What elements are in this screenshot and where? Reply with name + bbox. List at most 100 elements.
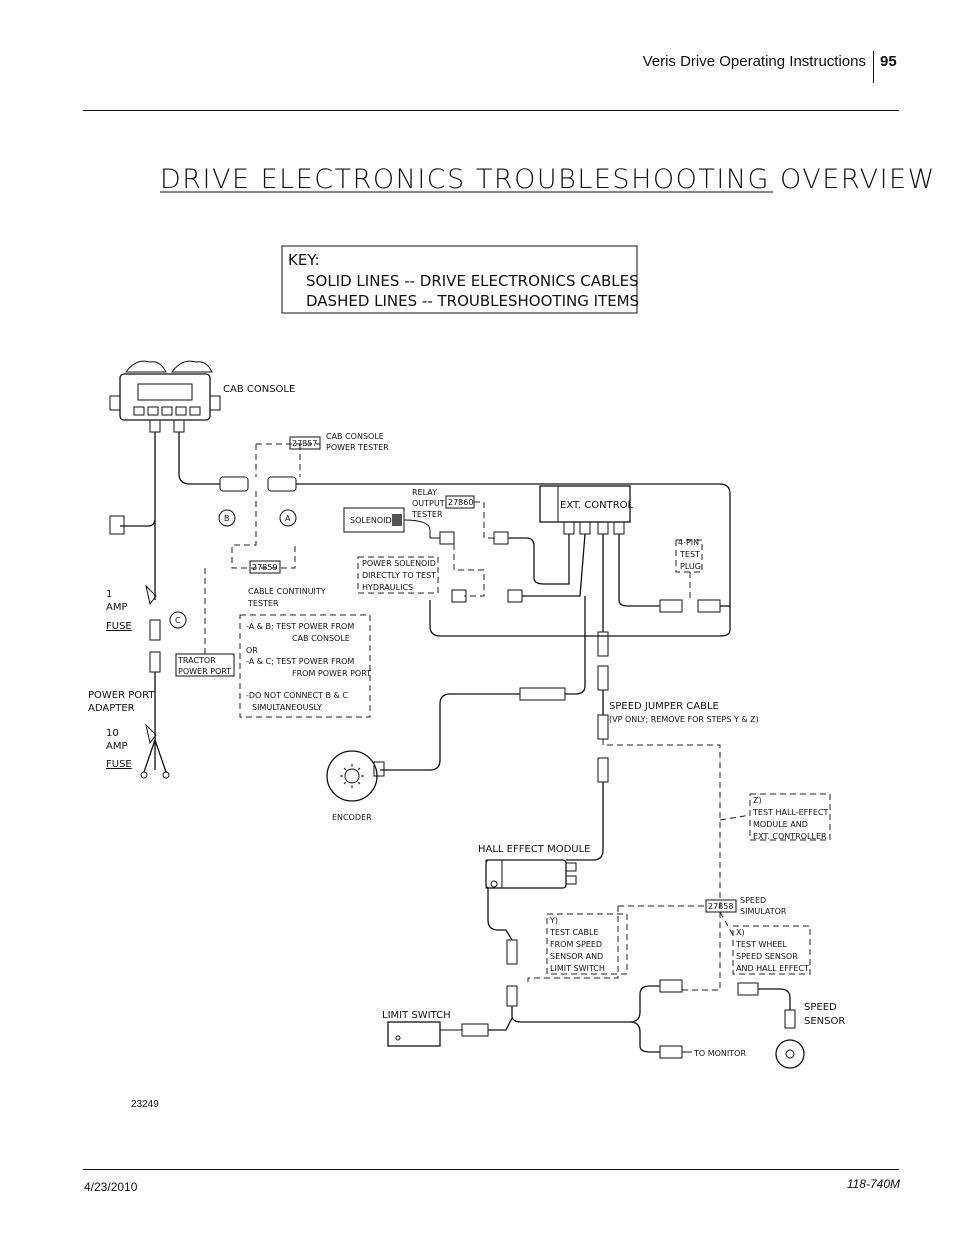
part-27860: 27860 — [448, 498, 473, 507]
part-27857-box — [289, 436, 321, 450]
speed-sensor-cable — [758, 988, 791, 1010]
cab-tester-line1: CAB CONSOLE — [326, 432, 384, 441]
x-line4: AND HALL EFFECT — [736, 964, 809, 973]
label-ext-control: EXT. CONTROL — [560, 500, 634, 511]
label-limit-switch: LIMIT SWITCH — [382, 1010, 451, 1021]
note-line2: CAB CONSOLE — [292, 634, 350, 643]
ring-terminal-2 — [162, 771, 170, 779]
limit-switch-cable — [488, 1017, 513, 1031]
power-solenoid-lead — [453, 544, 485, 597]
x-leader — [719, 911, 734, 936]
note-line7: SIMULTANEOUSLY — [252, 703, 322, 712]
part-27859-box — [249, 560, 281, 574]
solenoid-lead — [403, 519, 440, 539]
four-pin-box — [675, 539, 703, 600]
label-hall-effect: HALL EFFECT MODULE — [478, 844, 591, 855]
relay-connector — [493, 531, 509, 545]
z-line4: EXT. CONTROLLER — [753, 832, 827, 841]
y-line5: LIMIT SWITCH — [550, 964, 605, 973]
label-encoder: ENCODER — [332, 813, 372, 822]
hydraulics-connector — [451, 589, 467, 603]
power-solenoid-line2: DIRECTLY TO TEST — [362, 571, 436, 580]
hall-port-2 — [565, 875, 577, 885]
relay-line3: TESTER — [411, 510, 443, 519]
footer-date: 4/23/2010 — [84, 1180, 138, 1194]
ext-cable-encoder — [565, 596, 586, 695]
speed-sensor-line1: SPEED — [804, 1002, 837, 1013]
label-solenoid: SOLENOID — [350, 516, 392, 525]
y-line1: Y) — [549, 916, 558, 925]
page-number: 95 — [880, 53, 897, 70]
header-divider — [873, 51, 874, 83]
x-line1: X) — [736, 928, 745, 937]
console-main-cable — [178, 432, 220, 485]
label-cab-console: CAB CONSOLE — [223, 384, 295, 395]
note-line4: -A & C; TEST POWER FROM — [246, 657, 354, 666]
z-line2: TEST HALL-EFFECT — [752, 808, 828, 817]
fuse1-line3: FUSE — [106, 621, 132, 632]
y-line2: TEST CABLE — [549, 928, 599, 937]
hall-effect-module — [485, 859, 567, 889]
notes-box — [239, 614, 371, 718]
hall-effect-bracket — [485, 859, 503, 889]
speed-sensor-connector — [737, 982, 759, 996]
ext-port-4 — [613, 521, 625, 535]
limit-switch-screw — [395, 1035, 401, 1041]
encoder-cable — [380, 693, 520, 771]
ext-control-bracket — [539, 485, 559, 523]
cab-tester-line2: POWER TESTER — [326, 443, 389, 452]
fuse1-line1: 1 — [106, 589, 112, 600]
key-line-1: SOLID LINES -- DRIVE ELECTRONICS CABLES — [306, 272, 639, 290]
ppa-line2: ADAPTER — [88, 703, 135, 714]
encoder-body — [326, 750, 378, 802]
note-line3: OR — [246, 646, 258, 655]
y-box — [546, 913, 628, 975]
hall-effect-cable — [566, 782, 604, 861]
cable-tester-line1: CABLE CONTINUITY — [248, 587, 326, 596]
part-27857: 27857 — [292, 439, 317, 448]
figure-number: 23249 — [131, 1099, 159, 1110]
speed-sim-line2: SIMULATOR — [740, 907, 787, 916]
part-27858: 27858 — [708, 902, 733, 911]
label-speed-jumper: SPEED JUMPER CABLE — [609, 701, 719, 712]
fuse1-line2: AMP — [106, 602, 128, 613]
four-pin-line2: TEST — [679, 550, 700, 559]
cab-console — [109, 360, 221, 433]
fuse10-line1: 10 — [106, 728, 119, 739]
tractor-line1: TRACTOR — [177, 656, 216, 665]
y-line3: FROM SPEED — [550, 940, 602, 949]
hall-effect-mount-hole — [490, 880, 498, 888]
tester-27859-leads — [231, 491, 296, 569]
key-heading: KEY: — [288, 251, 320, 269]
z-box — [749, 793, 831, 841]
monitor-connector — [659, 1045, 683, 1059]
part-27859: 27859 — [252, 563, 277, 572]
label-a: A — [285, 514, 291, 523]
x-line2: TEST WHEEL — [735, 940, 787, 949]
x-line3: SPEED SENSOR — [736, 952, 798, 961]
key-box: KEY: SOLID LINES -- DRIVE ELECTRONICS CA… — [281, 245, 639, 314]
encoder-connector — [519, 687, 566, 701]
sensor-branch-cable — [511, 985, 660, 1023]
label-speed-jumper-note: (VP ONLY; REMOVE FOR STEPS Y & Z) — [609, 715, 759, 724]
relay-tester-lead — [474, 501, 494, 539]
limit-switch-body — [387, 1021, 441, 1047]
power-solenoid-line1: POWER SOLENOID — [362, 559, 436, 568]
harness-plug — [506, 985, 518, 1007]
test-point-c — [169, 611, 187, 629]
speed-sensor-wheel — [775, 1039, 805, 1069]
ext-port-2 — [579, 521, 591, 535]
ppa-line1: POWER PORT — [88, 690, 155, 701]
ext-port-3 — [597, 521, 609, 535]
ext-cable-test-plug — [618, 534, 660, 607]
z-line3: MODULE AND — [753, 820, 808, 829]
power-port-adapter-plug — [149, 651, 161, 673]
hall-port-1 — [565, 862, 577, 872]
note-line1: -A & B; TEST POWER FROM — [246, 622, 354, 631]
ext-cable-valve — [522, 533, 586, 597]
power-solenoid-line3: HYDRAULICS — [362, 583, 413, 592]
fuse10-line2: AMP — [106, 741, 128, 752]
hall-plug — [506, 939, 518, 965]
part-27858-box — [705, 899, 737, 913]
z-line1: Z) — [753, 796, 762, 805]
